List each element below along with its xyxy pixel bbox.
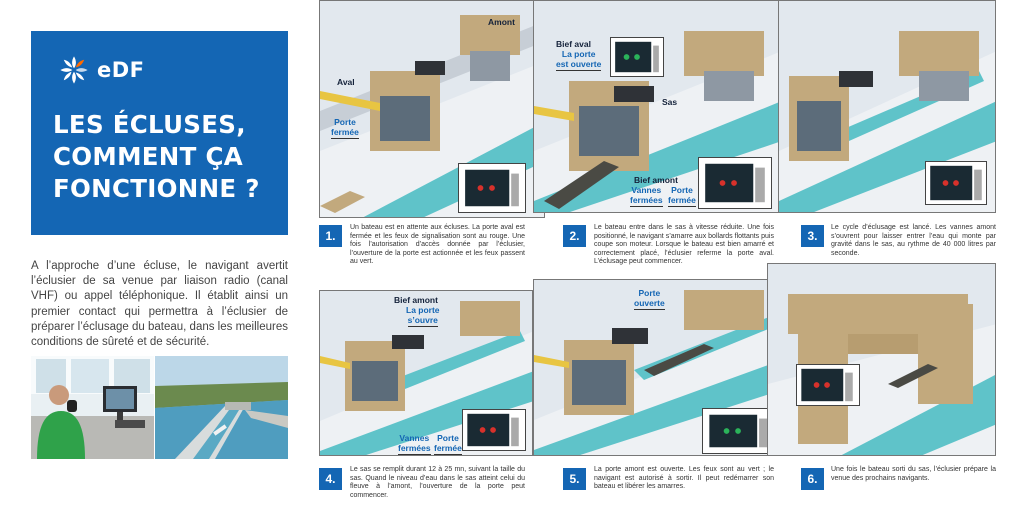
step-2-illustration: Bief aval La porte est ouverte Sas Bief … bbox=[533, 0, 781, 213]
step-6-caption: Une fois le bateau sorti du sas, l’éclus… bbox=[831, 466, 996, 482]
label-aval: Aval bbox=[337, 77, 355, 87]
label-vannes-fermees: Vannes fermées bbox=[630, 185, 663, 207]
signal-red-icon bbox=[824, 382, 830, 388]
signal-green-icon bbox=[634, 54, 640, 60]
signal-inset bbox=[610, 37, 664, 77]
step-2-caption: Le bateau entre dans le sas à vitesse ré… bbox=[594, 224, 774, 266]
step-4-illustration: Bief amont La porte s’ouvre Vannes fermé… bbox=[319, 290, 533, 456]
label-bief-aval: Bief aval bbox=[556, 39, 591, 49]
step-3-number: 3. bbox=[801, 225, 824, 247]
step-2-number: 2. bbox=[563, 225, 586, 247]
step-4-caption: Le sas se remplit durant 12 à 25 mn, sui… bbox=[350, 466, 525, 499]
label-bief-amont: Bief amont bbox=[394, 295, 438, 305]
label-porte-ouverte: Porte ouverte bbox=[634, 288, 665, 310]
signal-inset bbox=[702, 408, 776, 454]
signal-red-icon bbox=[731, 180, 737, 186]
signal-red-icon bbox=[489, 185, 495, 191]
aerial-lock-photo bbox=[155, 356, 288, 459]
step-3-illustration bbox=[778, 0, 996, 213]
step-1-caption: Un bateau est en attente aux écluses. La… bbox=[350, 224, 525, 266]
logo-text: eDF bbox=[97, 58, 145, 82]
step-5-illustration: Porte ouverte bbox=[533, 279, 781, 456]
intro-paragraph: A l’approche d’une écluse, le navigant a… bbox=[31, 260, 288, 349]
step-4-number: 4. bbox=[319, 468, 342, 490]
step-5-caption: La porte amont est ouverte. Les feux son… bbox=[594, 466, 774, 491]
title-block: eDF LES ÉCLUSES, COMMENT ÇA FONCTIONNE ? bbox=[31, 31, 288, 235]
signal-red-icon bbox=[719, 180, 726, 186]
label-porte-fermee: Porte fermée bbox=[668, 185, 696, 207]
label-la-porte-souvre: La porte s’ouvre bbox=[406, 305, 440, 327]
signal-inset bbox=[462, 409, 526, 451]
label-sas: Sas bbox=[662, 97, 678, 107]
signal-red-icon bbox=[479, 427, 486, 433]
signal-inset bbox=[698, 157, 772, 209]
signal-inset bbox=[925, 161, 987, 205]
label-porte-fermee: Porte fermée bbox=[434, 433, 462, 455]
step-1-illustration: Amont Aval Porte fermée bbox=[319, 0, 545, 218]
label-la-porte-ouverte: La porte est ouverte bbox=[556, 49, 602, 71]
signal-inset bbox=[458, 163, 526, 213]
signal-green-icon bbox=[723, 428, 730, 434]
edf-logo-icon bbox=[60, 56, 88, 84]
label-amont: Amont bbox=[488, 17, 515, 27]
page-title: LES ÉCLUSES, COMMENT ÇA FONCTIONNE ? bbox=[53, 110, 260, 203]
signal-red-icon bbox=[490, 427, 496, 433]
signal-red-icon bbox=[477, 185, 484, 191]
edf-logo: eDF bbox=[57, 53, 145, 87]
step-5-number: 5. bbox=[563, 468, 586, 490]
step-6-illustration bbox=[767, 263, 996, 456]
lock-keeper-photo bbox=[31, 356, 154, 459]
label-vannes-fermees: Vannes fermées bbox=[398, 433, 431, 455]
step-1-number: 1. bbox=[319, 225, 342, 247]
signal-red-icon bbox=[813, 382, 820, 388]
label-bief-amont: Bief amont bbox=[634, 175, 678, 185]
signal-green-icon bbox=[735, 428, 741, 434]
step-3-caption: Le cycle d’éclusage est lancé. Les vanne… bbox=[831, 224, 996, 257]
signal-green-icon bbox=[623, 54, 630, 60]
step-6-number: 6. bbox=[801, 468, 824, 490]
signal-inset bbox=[796, 364, 860, 406]
signal-red-icon bbox=[953, 180, 959, 186]
signal-red-icon bbox=[942, 180, 949, 186]
label-porte-fermee: Porte fermée bbox=[331, 117, 359, 139]
